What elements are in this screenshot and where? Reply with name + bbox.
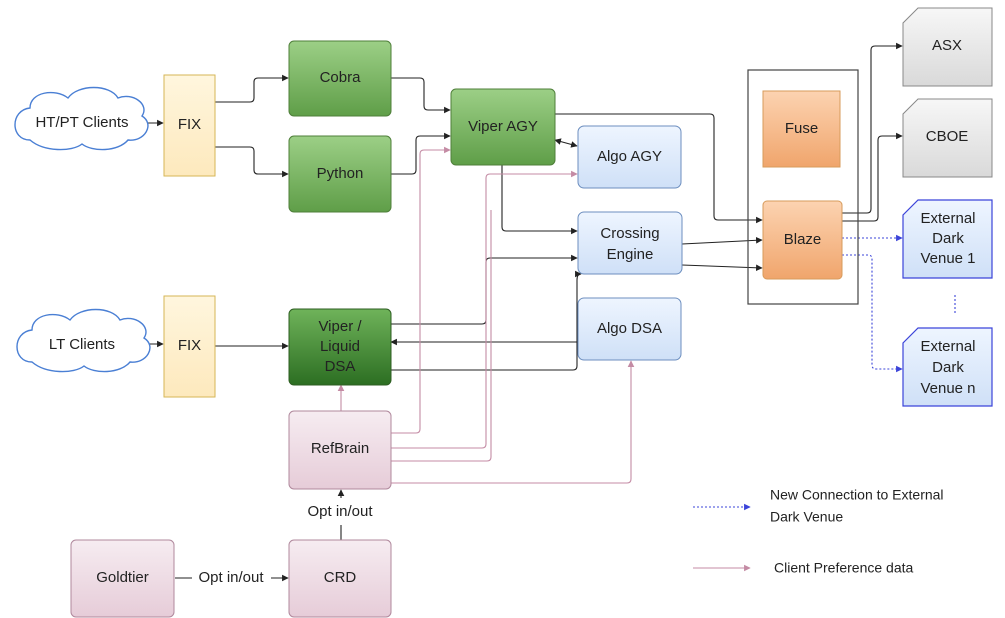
python-box: Python bbox=[288, 135, 392, 213]
viper-agy-box: Viper AGY bbox=[450, 88, 556, 166]
goldtier-label: Goldtier bbox=[96, 569, 149, 586]
legend-new-connection-label-1: New Connection to External bbox=[770, 487, 944, 503]
cobra-box: Cobra bbox=[288, 40, 392, 117]
asx-box: ASX bbox=[902, 7, 993, 87]
edge-crossing-to-blaze bbox=[681, 237, 763, 245]
goldtier-to-crd-label: Opt in/out bbox=[198, 569, 264, 586]
crossing-engine-label-2: Engine bbox=[607, 246, 654, 263]
fix-bottom-box: FIX bbox=[163, 295, 216, 398]
legend-client-preference-label: Client Preference data bbox=[774, 560, 914, 576]
edge-blaze-to-asx bbox=[842, 42, 903, 214]
python-label: Python bbox=[317, 165, 364, 182]
edge-python-to-viper-agy bbox=[391, 132, 451, 175]
viper-agy-label: Viper AGY bbox=[468, 118, 538, 135]
edge-fix-to-cobra bbox=[215, 74, 289, 103]
blaze-box: Blaze bbox=[762, 200, 843, 280]
crd-box: CRD bbox=[288, 539, 392, 618]
lt-clients-cloud: LT Clients bbox=[16, 308, 151, 373]
edge-fix-to-python bbox=[215, 146, 289, 178]
external-dark-venue-n-box: External Dark Venue n bbox=[902, 327, 993, 407]
edge-viper-dsa-to-crossing-lower bbox=[391, 270, 582, 371]
goldtier-box: Goldtier bbox=[70, 539, 175, 618]
edge-viper-agy-to-crossing bbox=[501, 165, 578, 235]
viper-liquid-dsa-box: Viper / Liquid DSA bbox=[288, 308, 392, 386]
ht-pt-clients-cloud: HT/PT Clients bbox=[14, 86, 149, 151]
viper-liquid-dsa-label-1: Viper / bbox=[318, 318, 362, 335]
fix-top-label: FIX bbox=[178, 116, 201, 133]
external-dark-venue-1-box: External Dark Venue 1 bbox=[902, 199, 993, 279]
external-dark-venue-1-label-3: Venue 1 bbox=[920, 250, 975, 267]
crd-to-refbrain-label: Opt in/out bbox=[307, 503, 373, 520]
external-dark-venue-1-label-1: External bbox=[920, 210, 975, 227]
viper-liquid-dsa-label-3: DSA bbox=[325, 358, 356, 375]
refbrain-label: RefBrain bbox=[311, 440, 369, 457]
external-dark-venue-n-label-1: External bbox=[920, 338, 975, 355]
connections bbox=[146, 42, 956, 578]
execution-group-frame bbox=[747, 69, 859, 305]
refbrain-box: RefBrain bbox=[288, 410, 392, 490]
edge-blaze-to-dark-venue-n bbox=[842, 254, 903, 373]
algo-dsa-label: Algo DSA bbox=[597, 320, 662, 337]
algo-agy-box: Algo AGY bbox=[577, 125, 682, 189]
cboe-label: CBOE bbox=[926, 128, 969, 145]
edge-blaze-to-cboe bbox=[842, 132, 903, 222]
edge-refbrain-to-algo-agy bbox=[391, 170, 578, 449]
fix-top-box: FIX bbox=[163, 74, 216, 177]
fix-bottom-label: FIX bbox=[178, 337, 201, 354]
legend-new-connection-label-2: Dark Venue bbox=[770, 509, 843, 525]
edge-viper-dsa-to-crossing bbox=[391, 254, 578, 325]
lt-clients-label: LT Clients bbox=[49, 336, 115, 353]
edge-refbrain-to-viper-agy bbox=[391, 146, 451, 434]
viper-liquid-dsa-label-2: Liquid bbox=[320, 338, 360, 355]
edge-viper-agy-algo-agy bbox=[554, 138, 578, 148]
ht-pt-clients-label: HT/PT Clients bbox=[35, 114, 128, 131]
external-dark-venue-n-label-2: Dark bbox=[932, 359, 964, 376]
edge-crossing-to-blaze-2 bbox=[681, 264, 763, 272]
algo-dsa-box: Algo DSA bbox=[577, 297, 682, 361]
crd-label: CRD bbox=[324, 569, 357, 586]
external-dark-venue-1-label-2: Dark bbox=[932, 230, 964, 247]
edge-cobra-to-viper-agy bbox=[391, 77, 451, 114]
legend: New Connection to External Dark Venue Cl… bbox=[693, 487, 944, 576]
crossing-engine-label-1: Crossing bbox=[600, 225, 659, 242]
external-dark-venue-n-label-3: Venue n bbox=[920, 380, 975, 397]
fuse-box: Fuse bbox=[762, 90, 841, 168]
asx-label: ASX bbox=[932, 37, 962, 54]
fuse-label: Fuse bbox=[785, 120, 818, 137]
cboe-box: CBOE bbox=[902, 98, 993, 178]
edge-refbrain-to-crossing bbox=[391, 210, 492, 462]
cobra-label: Cobra bbox=[320, 69, 362, 86]
blaze-label: Blaze bbox=[784, 231, 822, 248]
edge-viper-agy-to-blaze bbox=[555, 113, 763, 224]
crossing-engine-box: Crossing Engine bbox=[577, 211, 683, 275]
algo-agy-label: Algo AGY bbox=[597, 148, 662, 165]
edge-refbrain-to-algo-dsa bbox=[391, 360, 635, 484]
